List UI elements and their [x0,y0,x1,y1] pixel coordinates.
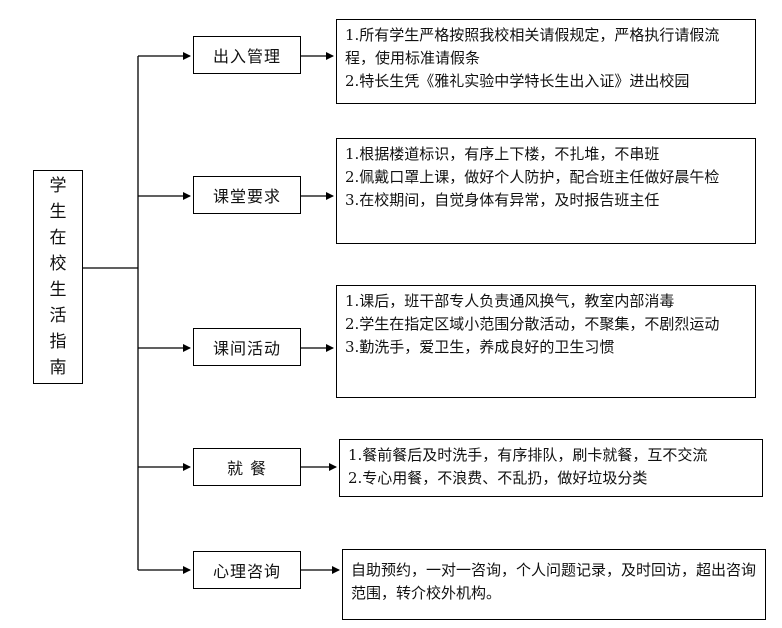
detail-counseling: 自助预约，一对一咨询，个人问题记录，及时回访，超出咨询范围，转介校外机构。 [342,549,766,620]
category-dining: 就 餐 [193,448,301,486]
detail-line: 1.所有学生严格按照我校相关请假规定，严格执行请假流程，使用标准请假条 [345,26,720,67]
root-char: 南 [49,358,67,378]
category-label: 出入管理 [212,47,281,66]
detail-line: 2.佩戴口罩上课，做好个人防护，配合班主任做好晨午检 [345,168,720,186]
category-recess: 课间活动 [193,328,301,366]
detail-line: 自助预约，一对一咨询，个人问题记录，及时回访，超出咨询范围，转介校外机构。 [351,561,757,602]
detail-line: 3.在校期间，自觉身体有异常，及时报告班主任 [345,191,660,209]
detail-line: 2.特长生凭《雅礼实验中学特长生出入证》进出校园 [345,72,690,90]
detail-line: 2.学生在指定区域小范围分散活动，不聚集，不剧烈运动 [345,315,720,333]
category-label: 就 餐 [226,459,268,478]
root-char: 生 [49,202,67,222]
category-label: 课堂要求 [212,187,281,206]
detail-entry-exit: 1.所有学生严格按照我校相关请假规定，严格执行请假流程，使用标准请假条 2.特长… [336,19,756,104]
root-char: 活 [49,306,67,326]
detail-line: 1.课后，班干部专人负责通风换气，教室内部消毒 [345,292,675,310]
detail-line: 3.勤洗手，爱卫生，养成良好的卫生习惯 [345,338,615,356]
root-char: 学 [49,176,67,196]
detail-line: 1.餐前餐后及时洗手，有序排队，刷卡就餐，互不交流 [348,446,708,464]
root-node: 学 生 在 校 生 活 指 南 [33,170,83,384]
category-label: 课间活动 [212,339,281,358]
category-counseling: 心理咨询 [193,551,301,589]
category-entry-exit: 出入管理 [193,36,301,74]
category-classroom: 课堂要求 [193,176,301,214]
detail-classroom: 1.根据楼道标识，有序上下楼，不扎堆，不串班 2.佩戴口罩上课，做好个人防护，配… [336,138,756,244]
detail-recess: 1.课后，班干部专人负责通风换气，教室内部消毒 2.学生在指定区域小范围分散活动… [336,285,756,398]
detail-line: 1.根据楼道标识，有序上下楼，不扎堆，不串班 [345,145,660,163]
category-label: 心理咨询 [212,562,281,581]
root-char: 校 [49,254,67,274]
root-char: 在 [49,228,67,248]
detail-dining: 1.餐前餐后及时洗手，有序排队，刷卡就餐，互不交流 2.专心用餐，不浪费、不乱扔… [339,439,763,497]
root-char: 生 [49,280,67,300]
detail-line: 2.专心用餐，不浪费、不乱扔，做好垃圾分类 [348,469,648,487]
root-char: 指 [49,332,67,352]
